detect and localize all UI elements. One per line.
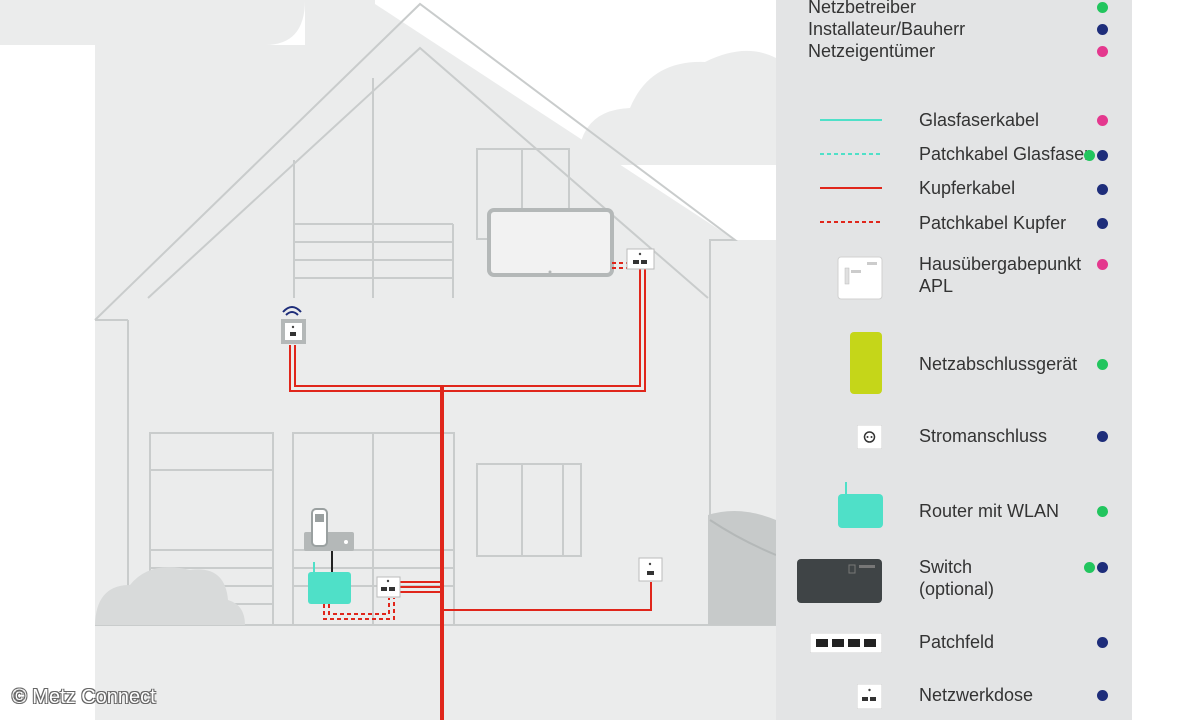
bush-left	[95, 567, 245, 625]
cloud-top-left	[0, 0, 305, 45]
ont-device-icon	[850, 332, 882, 394]
power-socket-icon	[857, 425, 882, 449]
legend-item-label: Kupferkabel	[919, 178, 1016, 198]
role-color-dot	[1097, 431, 1108, 442]
copyright-notice: © Metz Connect	[12, 686, 156, 708]
copper-cable-line	[820, 187, 882, 189]
role-color-dot	[1097, 115, 1108, 126]
legend-item-label: Glasfaserkabel	[919, 110, 1040, 130]
fiber-cable-line	[820, 119, 882, 121]
copper-patch-line	[820, 221, 882, 223]
cloud-right	[578, 50, 776, 166]
role-color-dot	[1084, 562, 1095, 573]
legend-role-label: Netzbetreiber	[808, 0, 917, 17]
legend-item-label: Router mit WLAN	[919, 501, 1060, 521]
role-color-dot	[1097, 46, 1108, 57]
wlan-router-icon	[838, 482, 883, 528]
switch-icon	[797, 559, 882, 603]
role-color-dot	[1097, 259, 1108, 270]
patch-panel-icon	[810, 633, 882, 653]
legend-role-label: Netzeigentümer	[808, 41, 936, 61]
wlan-access-point	[281, 306, 306, 344]
legend-item-label: Stromanschluss	[919, 426, 1048, 446]
role-color-dot	[1097, 218, 1108, 229]
legend-role-label: Installateur/Bauherr	[808, 19, 966, 39]
role-color-dot	[1097, 637, 1108, 648]
router-device	[308, 562, 351, 604]
apl-box-icon	[837, 256, 883, 300]
fiber-patch-line	[820, 153, 882, 155]
bush-right	[708, 511, 776, 625]
legend-item-label: Netzwerkdose	[919, 685, 1034, 705]
network-socket-right	[638, 557, 663, 582]
role-color-dot	[1097, 24, 1108, 35]
role-color-dot	[1097, 150, 1108, 161]
role-color-dot	[1097, 506, 1108, 517]
network-socket-upper	[626, 248, 655, 270]
roof-outline	[94, 2, 739, 625]
legend-item-label: Patchkabel Glasfaser	[919, 144, 1091, 164]
role-color-dot	[1097, 690, 1108, 701]
role-color-dot	[1097, 562, 1108, 573]
legend-item-label: Patchfeld	[919, 632, 995, 652]
legend-item-label: Patchkabel Kupfer	[919, 213, 1067, 233]
network-socket-ground	[376, 576, 401, 598]
phone-device	[304, 508, 354, 572]
role-color-dot	[1097, 359, 1108, 370]
role-color-dot	[1097, 2, 1108, 13]
legend-item-label: Netzabschlussgerät	[919, 354, 1078, 374]
house-body	[95, 0, 776, 720]
role-color-dot	[1084, 150, 1095, 161]
legend-item-label: Switch (optional)	[919, 557, 995, 599]
legend-item-label: Hausübergabepunkt APL	[919, 254, 1082, 296]
tv-screen	[487, 208, 614, 277]
network-socket-icon	[857, 684, 882, 709]
role-color-dot	[1097, 184, 1108, 195]
